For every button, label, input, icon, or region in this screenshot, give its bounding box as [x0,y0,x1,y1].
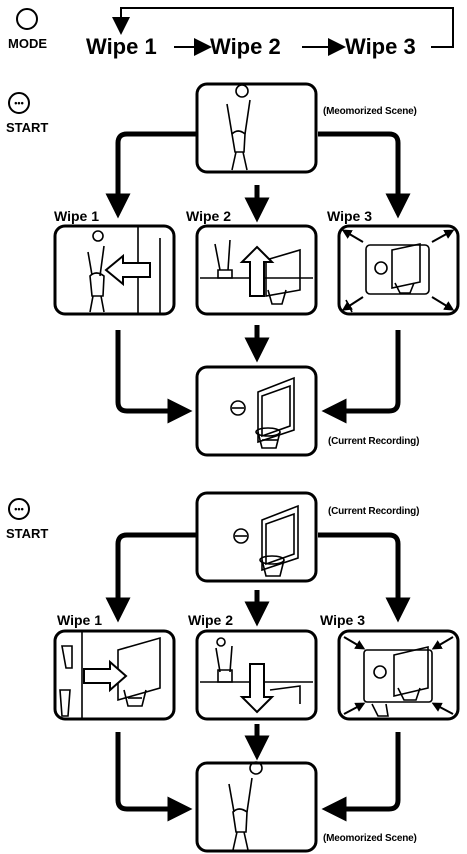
sequence-wipe-3: Wipe 3 [345,34,416,59]
wipe-label-2-section1: Wipe 2 [186,208,231,224]
frame-wipe-3 [337,224,460,316]
wipe-label-1-section1: Wipe 1 [54,208,99,224]
frame-wipe-1 [53,629,176,721]
frame-wipe-3 [337,629,460,721]
bottom-caption-section2: (Meomorized Scene) [323,833,417,844]
wipe-label-3-section2: Wipe 3 [320,612,365,628]
sequence-wipe-2: Wipe 2 [210,34,281,59]
frame-wipe-2 [195,224,318,316]
wipe-label-3-section1: Wipe 3 [327,208,372,224]
bottom-caption-section1: (Current Recording) [328,436,420,447]
section1-flow-arrows [105,131,411,424]
start-label: START [6,120,49,135]
frame-memorized-scene [195,82,318,174]
frame-wipe-2 [195,629,318,721]
wipe-label-1-section2: Wipe 1 [57,612,102,628]
wipe-label-2-section2: Wipe 2 [188,612,233,628]
start-button-icon[interactable]: ••• [8,92,30,114]
top-caption-section2: (Current Recording) [328,506,420,517]
mode-sequence-arrows [112,7,454,56]
frame-current-recording [195,491,318,583]
frame-current-recording [195,365,318,457]
frame-memorized-scene [195,761,318,853]
frame-wipe-1 [53,224,176,316]
top-caption-section1: (Meomorized Scene) [323,106,417,117]
start-button-icon[interactable]: ••• [8,498,30,520]
mode-button-icon[interactable] [16,8,38,30]
sequence-wipe-1: Wipe 1 [86,34,157,59]
mode-label: MODE [8,36,47,51]
start-label: START [6,526,49,541]
section2-flow-arrows [105,532,411,822]
